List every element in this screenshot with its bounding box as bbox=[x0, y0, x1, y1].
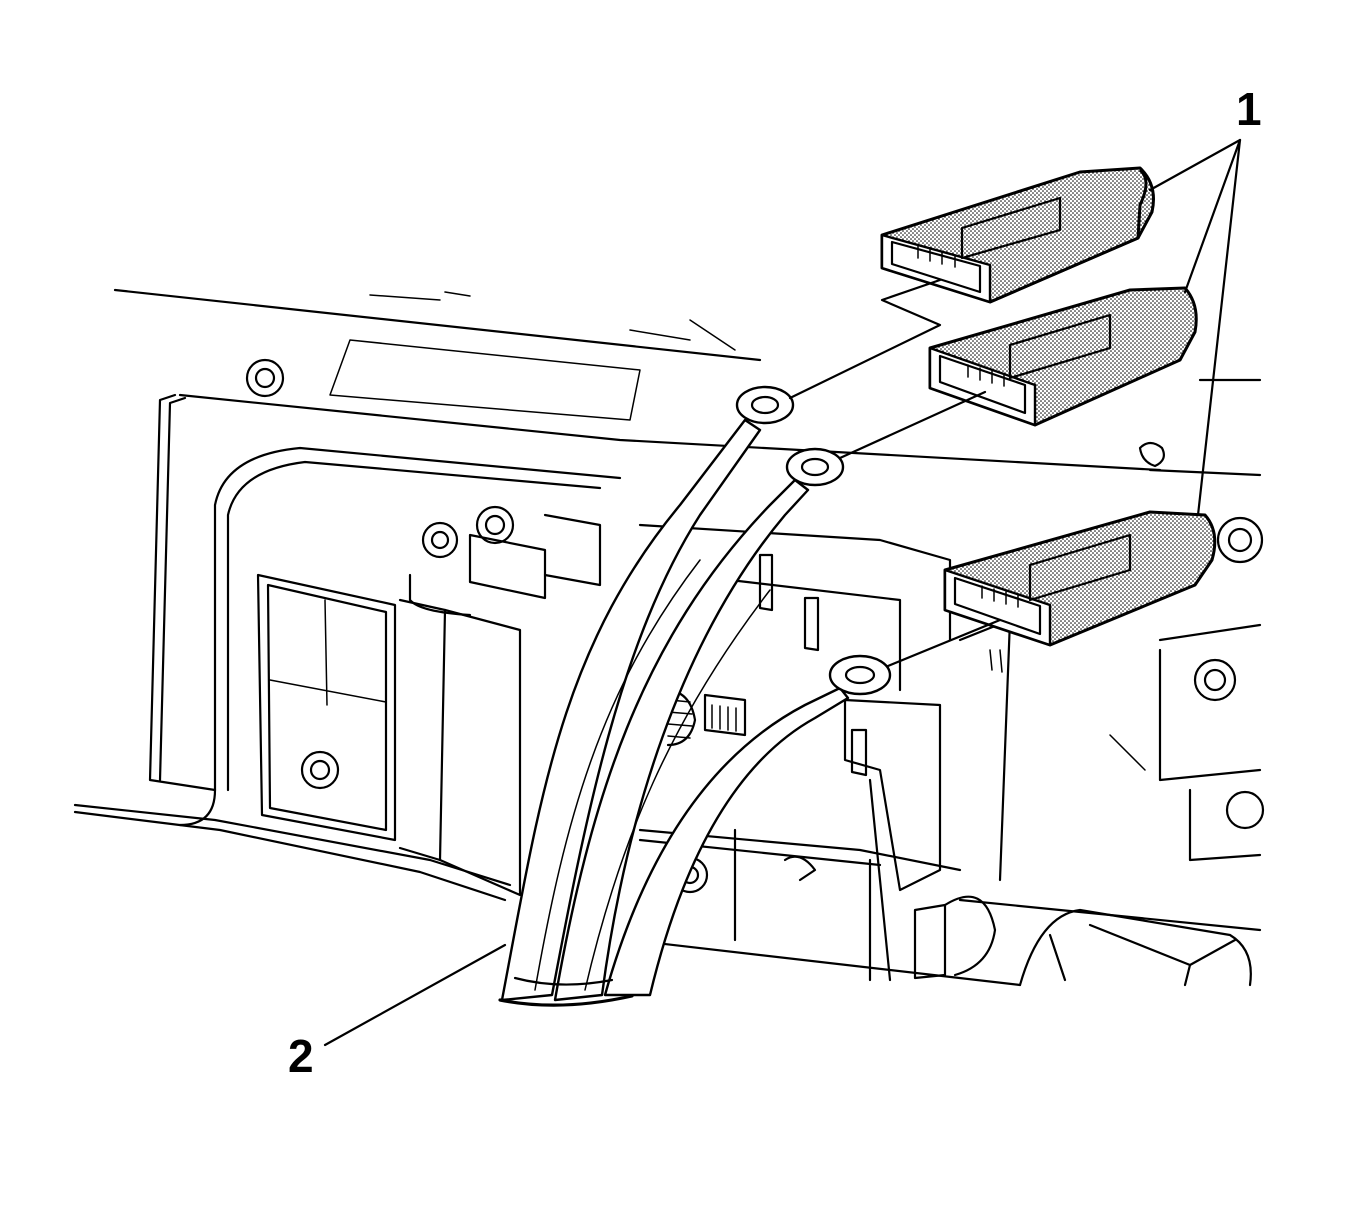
cable-harness bbox=[498, 418, 850, 1007]
ring-terminal-upper bbox=[735, 385, 795, 425]
terminal-cap-lower bbox=[943, 510, 1217, 647]
ring-terminals bbox=[735, 385, 892, 696]
terminal-cap-upper bbox=[880, 166, 1155, 304]
ring-terminal-lower bbox=[828, 654, 892, 696]
engine-compartment-body bbox=[73, 288, 1265, 987]
leader-lines bbox=[323, 138, 1242, 1047]
ring-terminal-middle bbox=[785, 447, 845, 487]
terminal-cap-middle bbox=[928, 286, 1198, 427]
callout-1-label: 1 bbox=[1236, 83, 1262, 135]
callout-2-label: 2 bbox=[288, 1030, 314, 1082]
